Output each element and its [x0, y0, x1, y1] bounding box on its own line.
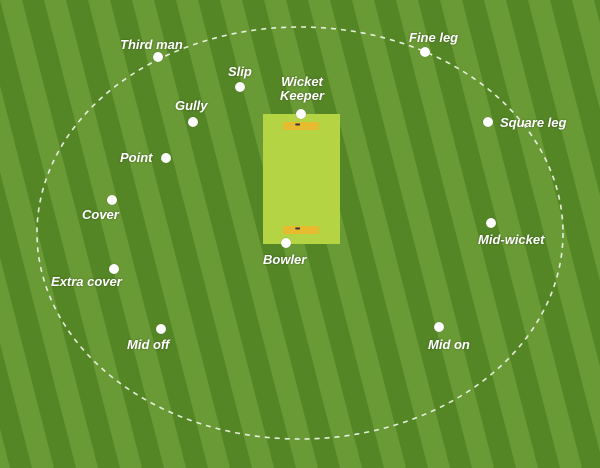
- crease-bottom: [283, 226, 319, 234]
- fielder-third-man: [153, 52, 163, 62]
- grass-stripe: [484, 0, 600, 453]
- fielder-mid-on: [434, 322, 444, 332]
- label-square-leg: Square leg: [500, 115, 567, 130]
- label-slip: Slip: [228, 64, 252, 79]
- label-wicket-keeper-2: Keeper: [279, 88, 325, 103]
- label-wicket-keeper-1: Wicket: [281, 74, 323, 89]
- grass-stripe: [440, 0, 582, 468]
- fielder-mid-off: [156, 324, 166, 334]
- fielder-cover: [107, 195, 117, 205]
- label-mid-wicket: Mid-wicket: [478, 232, 545, 247]
- label-fine-leg: Fine leg: [409, 30, 459, 45]
- grass-stripe: [88, 0, 230, 468]
- label-third-man: Third man: [120, 37, 183, 52]
- fielder-mid-wicket: [486, 218, 496, 228]
- grass-stripe: [308, 0, 450, 468]
- grass-stripe: [0, 257, 54, 468]
- grass-stripe: [352, 0, 494, 468]
- fielder-fine-leg: [420, 47, 430, 57]
- fielder-square-leg: [483, 117, 493, 127]
- label-point: Point: [120, 150, 153, 165]
- fielder-gully: [188, 117, 198, 127]
- fielder-extra-cover: [109, 264, 119, 274]
- grass-stripe: [572, 0, 600, 110]
- grass-stripe: [132, 0, 274, 468]
- stumps-top: •••: [295, 122, 300, 129]
- label-cover: Cover: [82, 207, 119, 222]
- grass-stripe: [528, 0, 600, 281]
- label-extra-cover: Extra cover: [51, 274, 122, 289]
- label-gully: Gully: [175, 98, 208, 113]
- grass-stripe: [0, 0, 142, 468]
- grass-stripe: [0, 429, 10, 468]
- grass-stripe: [396, 0, 538, 468]
- label-bowler: Bowler: [263, 252, 307, 267]
- boundary-circle: [36, 26, 564, 440]
- fielder-point: [161, 153, 171, 163]
- fielder-slip: [235, 82, 245, 92]
- stumps-bottom: •••: [295, 226, 300, 233]
- fielder-bowler: [281, 238, 291, 248]
- fielder-wicket-keeper: [296, 109, 306, 119]
- grass-stripe: [44, 0, 186, 468]
- label-mid-off: Mid off: [127, 337, 170, 352]
- grass-stripe: [176, 0, 318, 468]
- label-mid-on: Mid on: [428, 337, 470, 352]
- crease-top: [283, 122, 319, 130]
- pitch: [263, 114, 340, 244]
- grass-stripe: [0, 85, 98, 468]
